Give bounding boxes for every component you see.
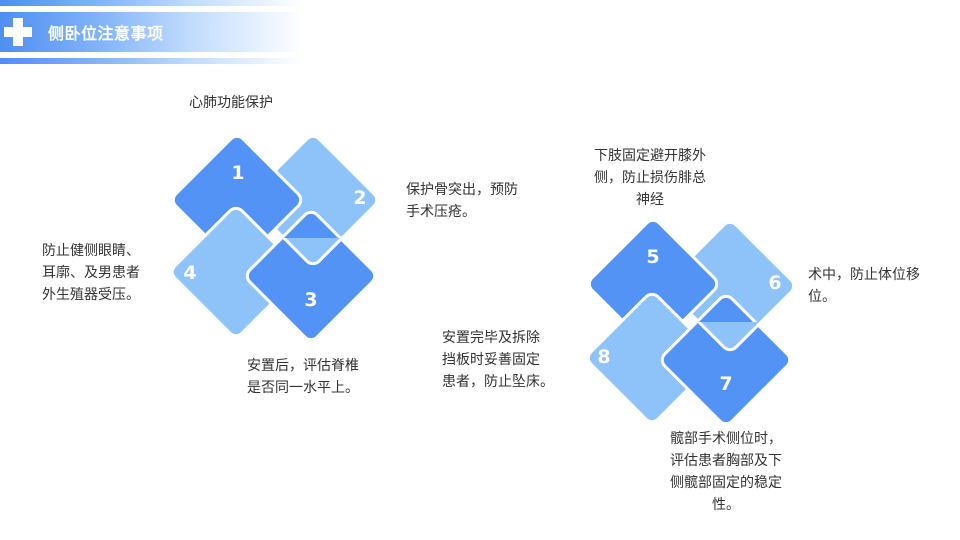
caption-4: 防止健侧眼睛、 耳廓、及男患者 外生殖器受压。	[42, 243, 140, 303]
tile-number-1: 1	[231, 162, 245, 184]
caption-5: 下肢固定避开膝外 侧，防止损伤腓总 神经	[594, 148, 706, 208]
tile-number-6: 6	[768, 272, 782, 294]
header-band-top	[0, 0, 320, 6]
caption-1: 心肺功能保护	[189, 95, 273, 111]
tile-number-5: 5	[646, 246, 660, 268]
caption-3: 安置后，评估脊椎 是否同一水平上。	[247, 358, 359, 396]
page-title: 侧卧位注意事项	[48, 24, 164, 43]
caption-2: 保护骨突出，预防 手术压疮。	[406, 182, 518, 220]
header-band	[0, 12, 320, 52]
caption-6: 术中，防止体位移 位。	[808, 267, 920, 305]
tile-number-3: 3	[304, 289, 318, 311]
caption-7: 髋部手术侧位时， 评估患者胸部及下 侧髋部固定的稳定 性。	[670, 431, 782, 513]
tile-number-2: 2	[353, 187, 367, 209]
tile-number-4: 4	[183, 262, 197, 284]
tile-number-8: 8	[597, 346, 611, 368]
header-band-bottom	[0, 58, 320, 64]
tile-number-7: 7	[719, 373, 733, 395]
caption-8: 安置完毕及拆除 挡板时妥善固定 患者，防止坠床。	[442, 330, 554, 390]
medical-cross-icon	[4, 18, 32, 46]
